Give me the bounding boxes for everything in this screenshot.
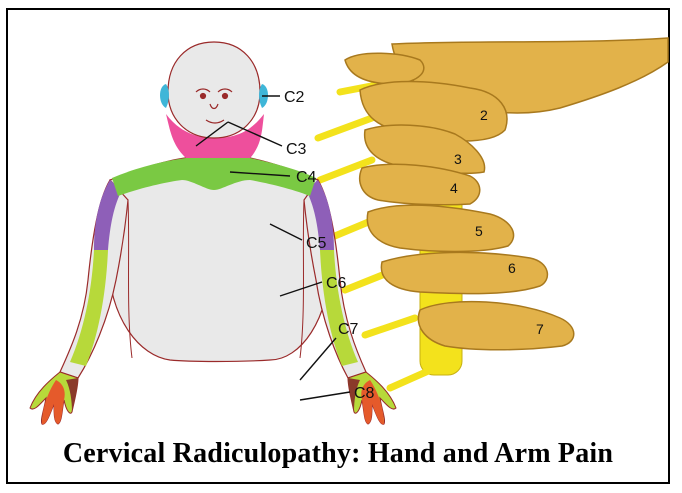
dermatome-label-c3: C3 [286,141,307,158]
dermatome-label-c4: C4 [296,169,317,186]
head [168,42,260,138]
dermatome-label-c6: C6 [326,275,347,292]
vertebra-label-2: 2 [480,107,488,123]
vertebra-1 [345,53,424,84]
dermatome-label-c2: C2 [284,89,305,106]
figure-caption: Cervical Radiculopathy: Hand and Arm Pai… [6,438,670,470]
vertebra-label-7: 7 [536,321,544,337]
dermatome-c2-left [160,84,169,108]
vertebra-label-6: 6 [508,260,516,276]
nerve-root-c7 [365,318,415,335]
vertebra-6 [381,252,547,293]
vertebra-label-5: 5 [475,223,483,239]
vertebra-7 [418,302,573,350]
leader-c7 [300,338,336,380]
dermatome-label-c8: C8 [354,385,375,402]
vertebra-label-4: 4 [450,180,458,196]
cervical-spine: 2 3 4 5 6 7 [318,38,668,388]
nerve-root-c8 [390,368,435,388]
leader-c8 [300,392,350,400]
dermatome-label-c7: C7 [338,321,359,338]
vertebra-5 [367,205,513,251]
dermatome-label-c5: C5 [306,235,327,252]
vertebra-label-3: 3 [454,151,462,167]
